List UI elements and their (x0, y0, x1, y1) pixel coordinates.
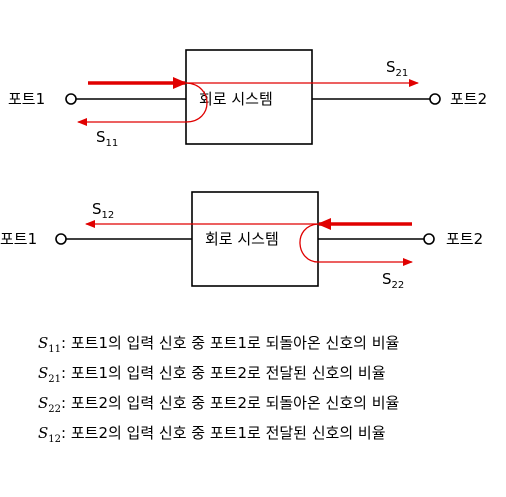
bottom-box-label: 회로 시스템 (205, 230, 279, 248)
legend-text: : 포트2의 입력 신호 중 포트2로 되돌아온 신호의 비율 (61, 394, 400, 412)
legend-row-s12: S12: 포트2의 입력 신호 중 포트1로 전달된 신호의 비율 (38, 422, 399, 452)
legend-symbol: S12 (38, 424, 62, 445)
legend-text: : 포트1의 입력 신호 중 포트1로 되돌아온 신호의 비율 (61, 334, 400, 352)
bottom-s22-label: S22 (382, 270, 404, 291)
bottom-reflection-curve (299, 223, 319, 263)
legend-symbol: S11 (38, 334, 62, 355)
top-port2-terminal (429, 93, 441, 105)
top-circuit-box (185, 49, 313, 145)
bottom-s12-label: S12 (92, 200, 114, 221)
top-diagram: 포트1 회로 시스템 포트2 S21 S11 (8, 49, 487, 149)
top-s11-label: S11 (96, 128, 118, 149)
legend-text: : 포트1의 입력 신호 중 포트2로 전달된 신호의 비율 (61, 364, 386, 382)
legend-row-s21: S21: 포트1의 입력 신호 중 포트2로 전달된 신호의 비율 (38, 362, 399, 392)
bottom-port1-terminal (55, 233, 67, 245)
bottom-circuit-box (191, 191, 319, 287)
top-port1-label: 포트1 (8, 90, 45, 108)
top-reflection-curve (185, 82, 208, 123)
legend: S11: 포트1의 입력 신호 중 포트1로 되돌아온 신호의 비율 S21: … (38, 332, 399, 452)
legend-symbol: S22 (38, 394, 62, 415)
top-port1-terminal (65, 93, 77, 105)
top-s21-label: S21 (386, 58, 408, 79)
legend-text: : 포트2의 입력 신호 중 포트1로 전달된 신호의 비율 (61, 424, 386, 442)
top-box-label: 회로 시스템 (199, 90, 273, 108)
legend-row-s11: S11: 포트1의 입력 신호 중 포트1로 되돌아온 신호의 비율 (38, 332, 399, 362)
legend-row-s22: S22: 포트2의 입력 신호 중 포트2로 되돌아온 신호의 비율 (38, 392, 399, 422)
s-parameter-diagram: 포트1 회로 시스템 포트2 S21 S11 포트1 회로 시스템 포트2 (0, 49, 487, 291)
bottom-port2-terminal (423, 233, 435, 245)
bottom-port2-label: 포트2 (446, 230, 483, 248)
bottom-port1-label: 포트1 (0, 230, 37, 248)
bottom-diagram: 포트1 회로 시스템 포트2 S12 S22 (0, 191, 483, 291)
top-port2-label: 포트2 (450, 90, 487, 108)
legend-symbol: S21 (38, 364, 62, 385)
